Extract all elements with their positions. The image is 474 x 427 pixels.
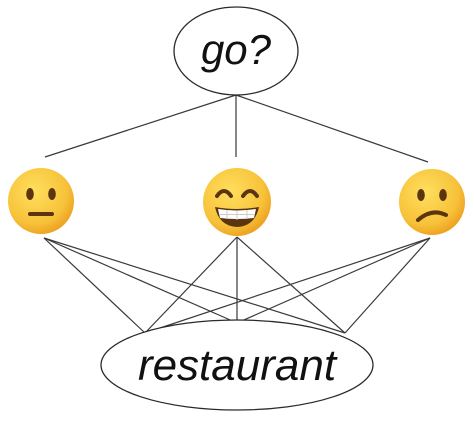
edge-grin-to-restaurant-c: [236, 236, 346, 334]
bottom-node: restaurant: [100, 319, 374, 411]
grinning-face-with-smiling-eyes-icon: [203, 168, 271, 236]
top-node-ellipse: [173, 6, 299, 96]
edge-neutral-to-restaurant-c: [43, 237, 346, 334]
edge-confused-to-restaurant-c: [344, 237, 431, 334]
top-node-label: go?: [201, 26, 272, 73]
neutral-face-icon: [8, 168, 74, 234]
top-node: go?: [173, 6, 299, 96]
top-edges: [44, 94, 429, 163]
bottom-edges: [43, 236, 431, 334]
edge-neutral-to-restaurant-b: [43, 237, 238, 324]
edge-top-to-neutral: [44, 94, 237, 158]
edge-neutral-to-restaurant-a: [43, 237, 146, 334]
bottom-node-ellipse: [100, 319, 374, 411]
edge-confused-to-restaurant-b: [236, 237, 431, 324]
edge-top-to-confused: [235, 94, 429, 163]
confused-face-icon: [399, 169, 465, 235]
bottom-node-label: restaurant: [138, 341, 338, 390]
edge-grin-to-restaurant-a: [144, 236, 238, 334]
edge-confused-to-restaurant-a: [144, 237, 431, 334]
